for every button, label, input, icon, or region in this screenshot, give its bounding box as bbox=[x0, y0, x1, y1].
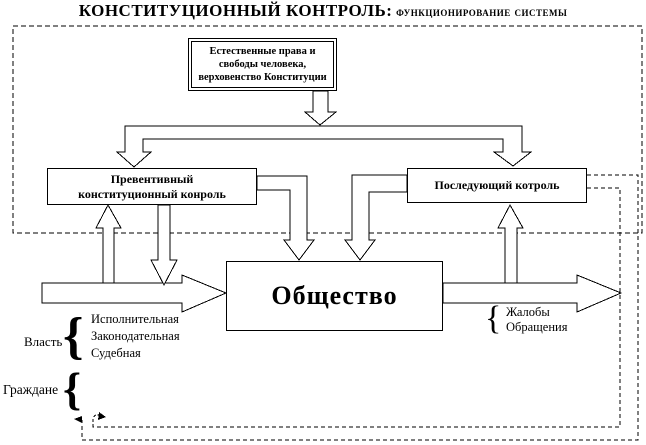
natural-rights-line3: верховенство Конституции bbox=[198, 72, 327, 83]
subsequent-label: Последующий котроль bbox=[434, 178, 560, 192]
appeals-brace: { bbox=[485, 300, 502, 337]
society-box: Общество bbox=[226, 261, 443, 331]
power-branch-executive: Исполнительная bbox=[91, 312, 179, 326]
diagram-title: КОНСТИТУЦИОННЫЙ КОНТРОЛЬ: функционирован… bbox=[0, 1, 646, 21]
arrow-rights-to-split bbox=[303, 90, 338, 126]
feedback-arrowhead-right-icon bbox=[98, 412, 106, 420]
arrow-power-to-society bbox=[41, 274, 228, 313]
feedback-dashed-outer-line bbox=[81, 174, 639, 441]
power-brace: { bbox=[63, 308, 84, 365]
appeals-item-complaints: Жалобы bbox=[506, 305, 550, 319]
system-boundary-dashed-box bbox=[12, 25, 643, 234]
diagram-title-main: КОНСТИТУЦИОННЫЙ КОНТРОЛЬ: bbox=[78, 1, 393, 20]
appeals-item-petitions: Обращения bbox=[506, 320, 568, 334]
society-label: Общество bbox=[271, 281, 398, 310]
power-branch-judicial: Судебная bbox=[91, 346, 141, 360]
preventive-line2: конституционный конроль bbox=[78, 186, 226, 201]
power-branch-legislative: Законодательная bbox=[91, 329, 180, 343]
power-label: Власть bbox=[24, 334, 63, 349]
power-branches-list: Исполнительная Законодательная Судебная bbox=[91, 312, 180, 363]
arrow-subsequent-to-society bbox=[344, 174, 408, 261]
natural-rights-line1: Естественные права и bbox=[209, 46, 316, 57]
arrow-appeals-up-to-subsequent bbox=[497, 203, 524, 284]
split-arrow-to-controls bbox=[115, 125, 533, 168]
natural-rights-box-inner: Естественные права и свободы человека, в… bbox=[191, 41, 334, 88]
natural-rights-box: Естественные права и свободы человека, в… bbox=[188, 38, 337, 91]
diagram-title-sub: функционирование системы bbox=[392, 4, 568, 19]
citizens-brace: { bbox=[63, 363, 82, 414]
feedback-dashed-inner-line bbox=[92, 187, 621, 428]
feedback-arrowhead-left-icon bbox=[74, 416, 82, 423]
arrow-society-output bbox=[442, 274, 623, 313]
arrow-power-up-to-preventive bbox=[95, 203, 122, 284]
natural-rights-line2: свободы человека, bbox=[218, 59, 307, 70]
subsequent-control-box: Последующий котроль bbox=[407, 168, 587, 203]
arrow-preventive-down-to-power bbox=[150, 204, 178, 287]
arrow-preventive-to-society bbox=[256, 175, 315, 261]
citizens-label: Граждане bbox=[3, 382, 59, 397]
preventive-line1: Превентивный bbox=[110, 171, 194, 186]
appeals-list: Жалобы Обращения bbox=[506, 305, 568, 335]
preventive-control-box: Превентивный конституционный конроль bbox=[47, 168, 257, 205]
